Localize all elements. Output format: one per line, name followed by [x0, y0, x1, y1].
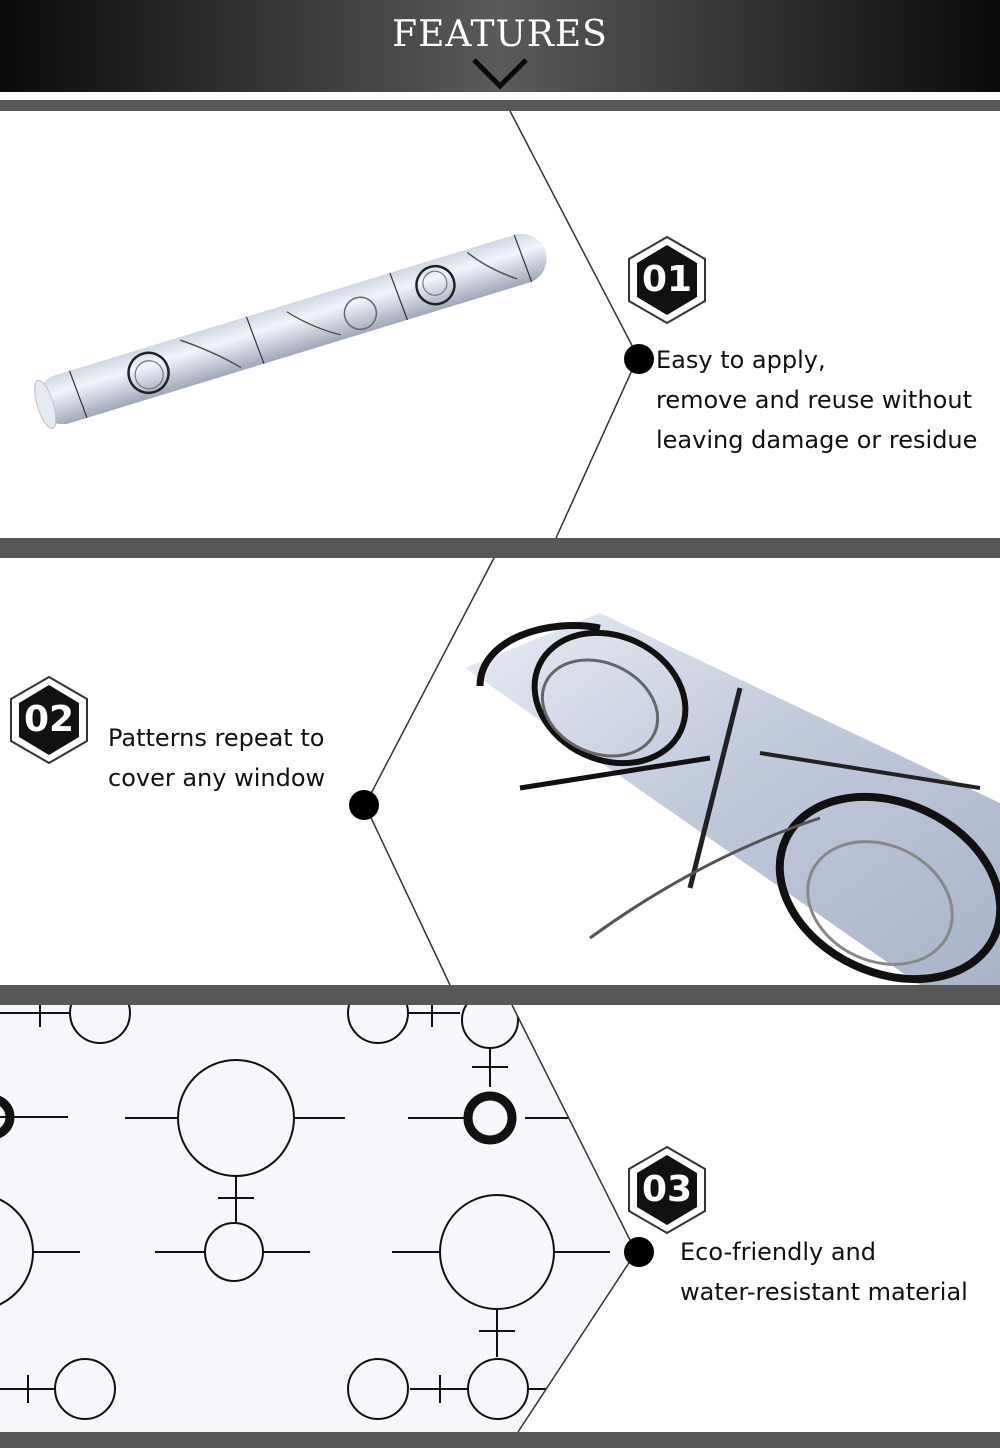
chevron-down-icon [472, 58, 528, 90]
feature-text-03: Eco-friendly and water-resistant materia… [680, 1232, 968, 1312]
feature-line: Patterns repeat to [108, 724, 325, 752]
header-divider [0, 100, 1000, 111]
feature-number: 02 [23, 699, 75, 740]
section-2 [0, 558, 1000, 985]
feature-line: leaving damage or residue [656, 426, 978, 454]
feature-line: Eco-friendly and [680, 1238, 876, 1266]
section-divider-1 [0, 538, 1000, 558]
hexagon-icon [10, 675, 88, 765]
section-divider-2 [0, 985, 1000, 1005]
hexagon-icon [628, 1145, 706, 1235]
feature-line: remove and reuse without [656, 386, 972, 414]
product-roll-image [34, 233, 547, 429]
feature-number: 03 [641, 1169, 693, 1210]
feature-text-01: Easy to apply, remove and reuse without … [656, 340, 977, 460]
bullet-dot [624, 344, 654, 374]
feature-number: 01 [641, 259, 693, 300]
pattern-image [0, 1005, 634, 1432]
feature-line: cover any window [108, 764, 326, 792]
feature-badge-01: 01 [627, 235, 707, 325]
section-1 [0, 111, 1000, 538]
feature-badge-02: 02 [9, 675, 89, 765]
features-header: FEATURES [0, 0, 1000, 92]
section-divider-3 [0, 1432, 1000, 1448]
bullet-dot [624, 1237, 654, 1267]
roll-closeup-image [465, 613, 1000, 985]
feature-line: Easy to apply, [656, 346, 826, 374]
hexagon-icon [628, 235, 706, 325]
header-title: FEATURES [392, 14, 608, 55]
section-3 [0, 1005, 1000, 1432]
bullet-dot [349, 790, 379, 820]
feature-badge-03: 03 [627, 1145, 707, 1235]
feature-line: water-resistant material [680, 1278, 968, 1306]
feature-text-02: Patterns repeat to cover any window [108, 718, 325, 798]
